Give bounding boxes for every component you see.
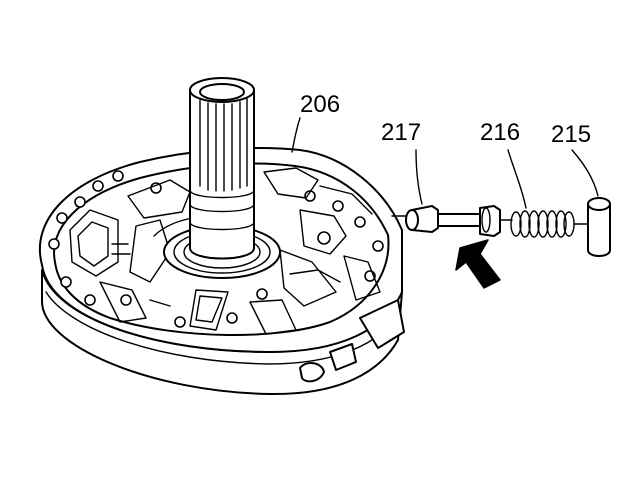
callout-216: 216 xyxy=(480,119,520,146)
callout-215: 215 xyxy=(551,121,591,148)
leader-lines xyxy=(291,117,599,209)
callout-206: 206 xyxy=(300,91,340,118)
spring-part xyxy=(510,210,591,238)
install-direction-arrow xyxy=(455,239,501,289)
valve-part xyxy=(391,205,513,237)
pin-part xyxy=(587,197,611,257)
stator-shaft xyxy=(189,77,255,260)
callout-217: 217 xyxy=(381,119,421,146)
